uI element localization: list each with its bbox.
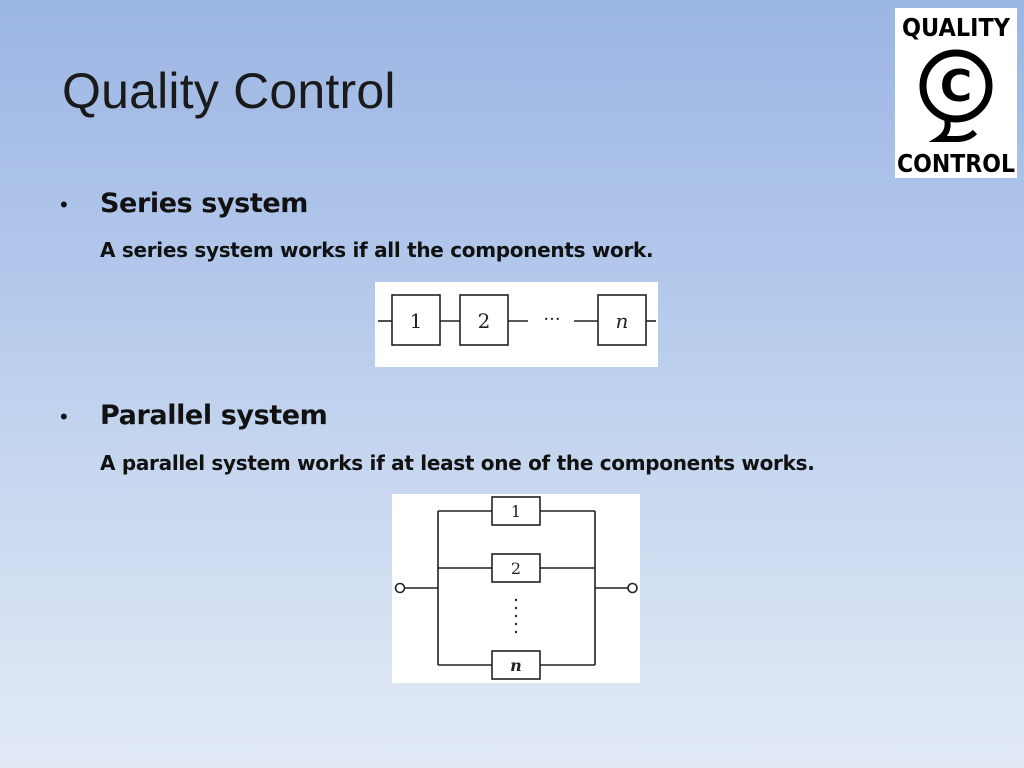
slide-title: Quality Control [62,63,396,119]
parallel-component-2: 2 [511,559,521,578]
parallel-system-diagram: 1 2 n [392,494,640,683]
parallel-component-n: n [510,656,522,675]
series-system-heading: Series system [100,188,309,219]
series-component-n: n [616,309,629,333]
bullet-dot: • [60,404,68,429]
parallel-system-heading: Parallel system [100,400,328,431]
series-ellipsis: ··· [543,309,560,330]
parallel-component-1: 1 [511,502,521,521]
logo-bottom-text: CONTROL [897,149,1015,178]
parallel-system-description: A parallel system works if at least one … [100,451,815,475]
series-system-description: A series system works if all the compone… [100,238,654,262]
bullet-dot: • [60,192,68,217]
logo-top-text: QUALITY [902,13,1011,42]
series-component-2: 2 [478,309,491,333]
logo-symbol: C [940,61,972,112]
quality-control-logo: QUALITY C CONTROL [895,8,1017,178]
series-component-1: 1 [410,309,423,333]
series-system-diagram: 1 2 ··· n [375,282,658,367]
